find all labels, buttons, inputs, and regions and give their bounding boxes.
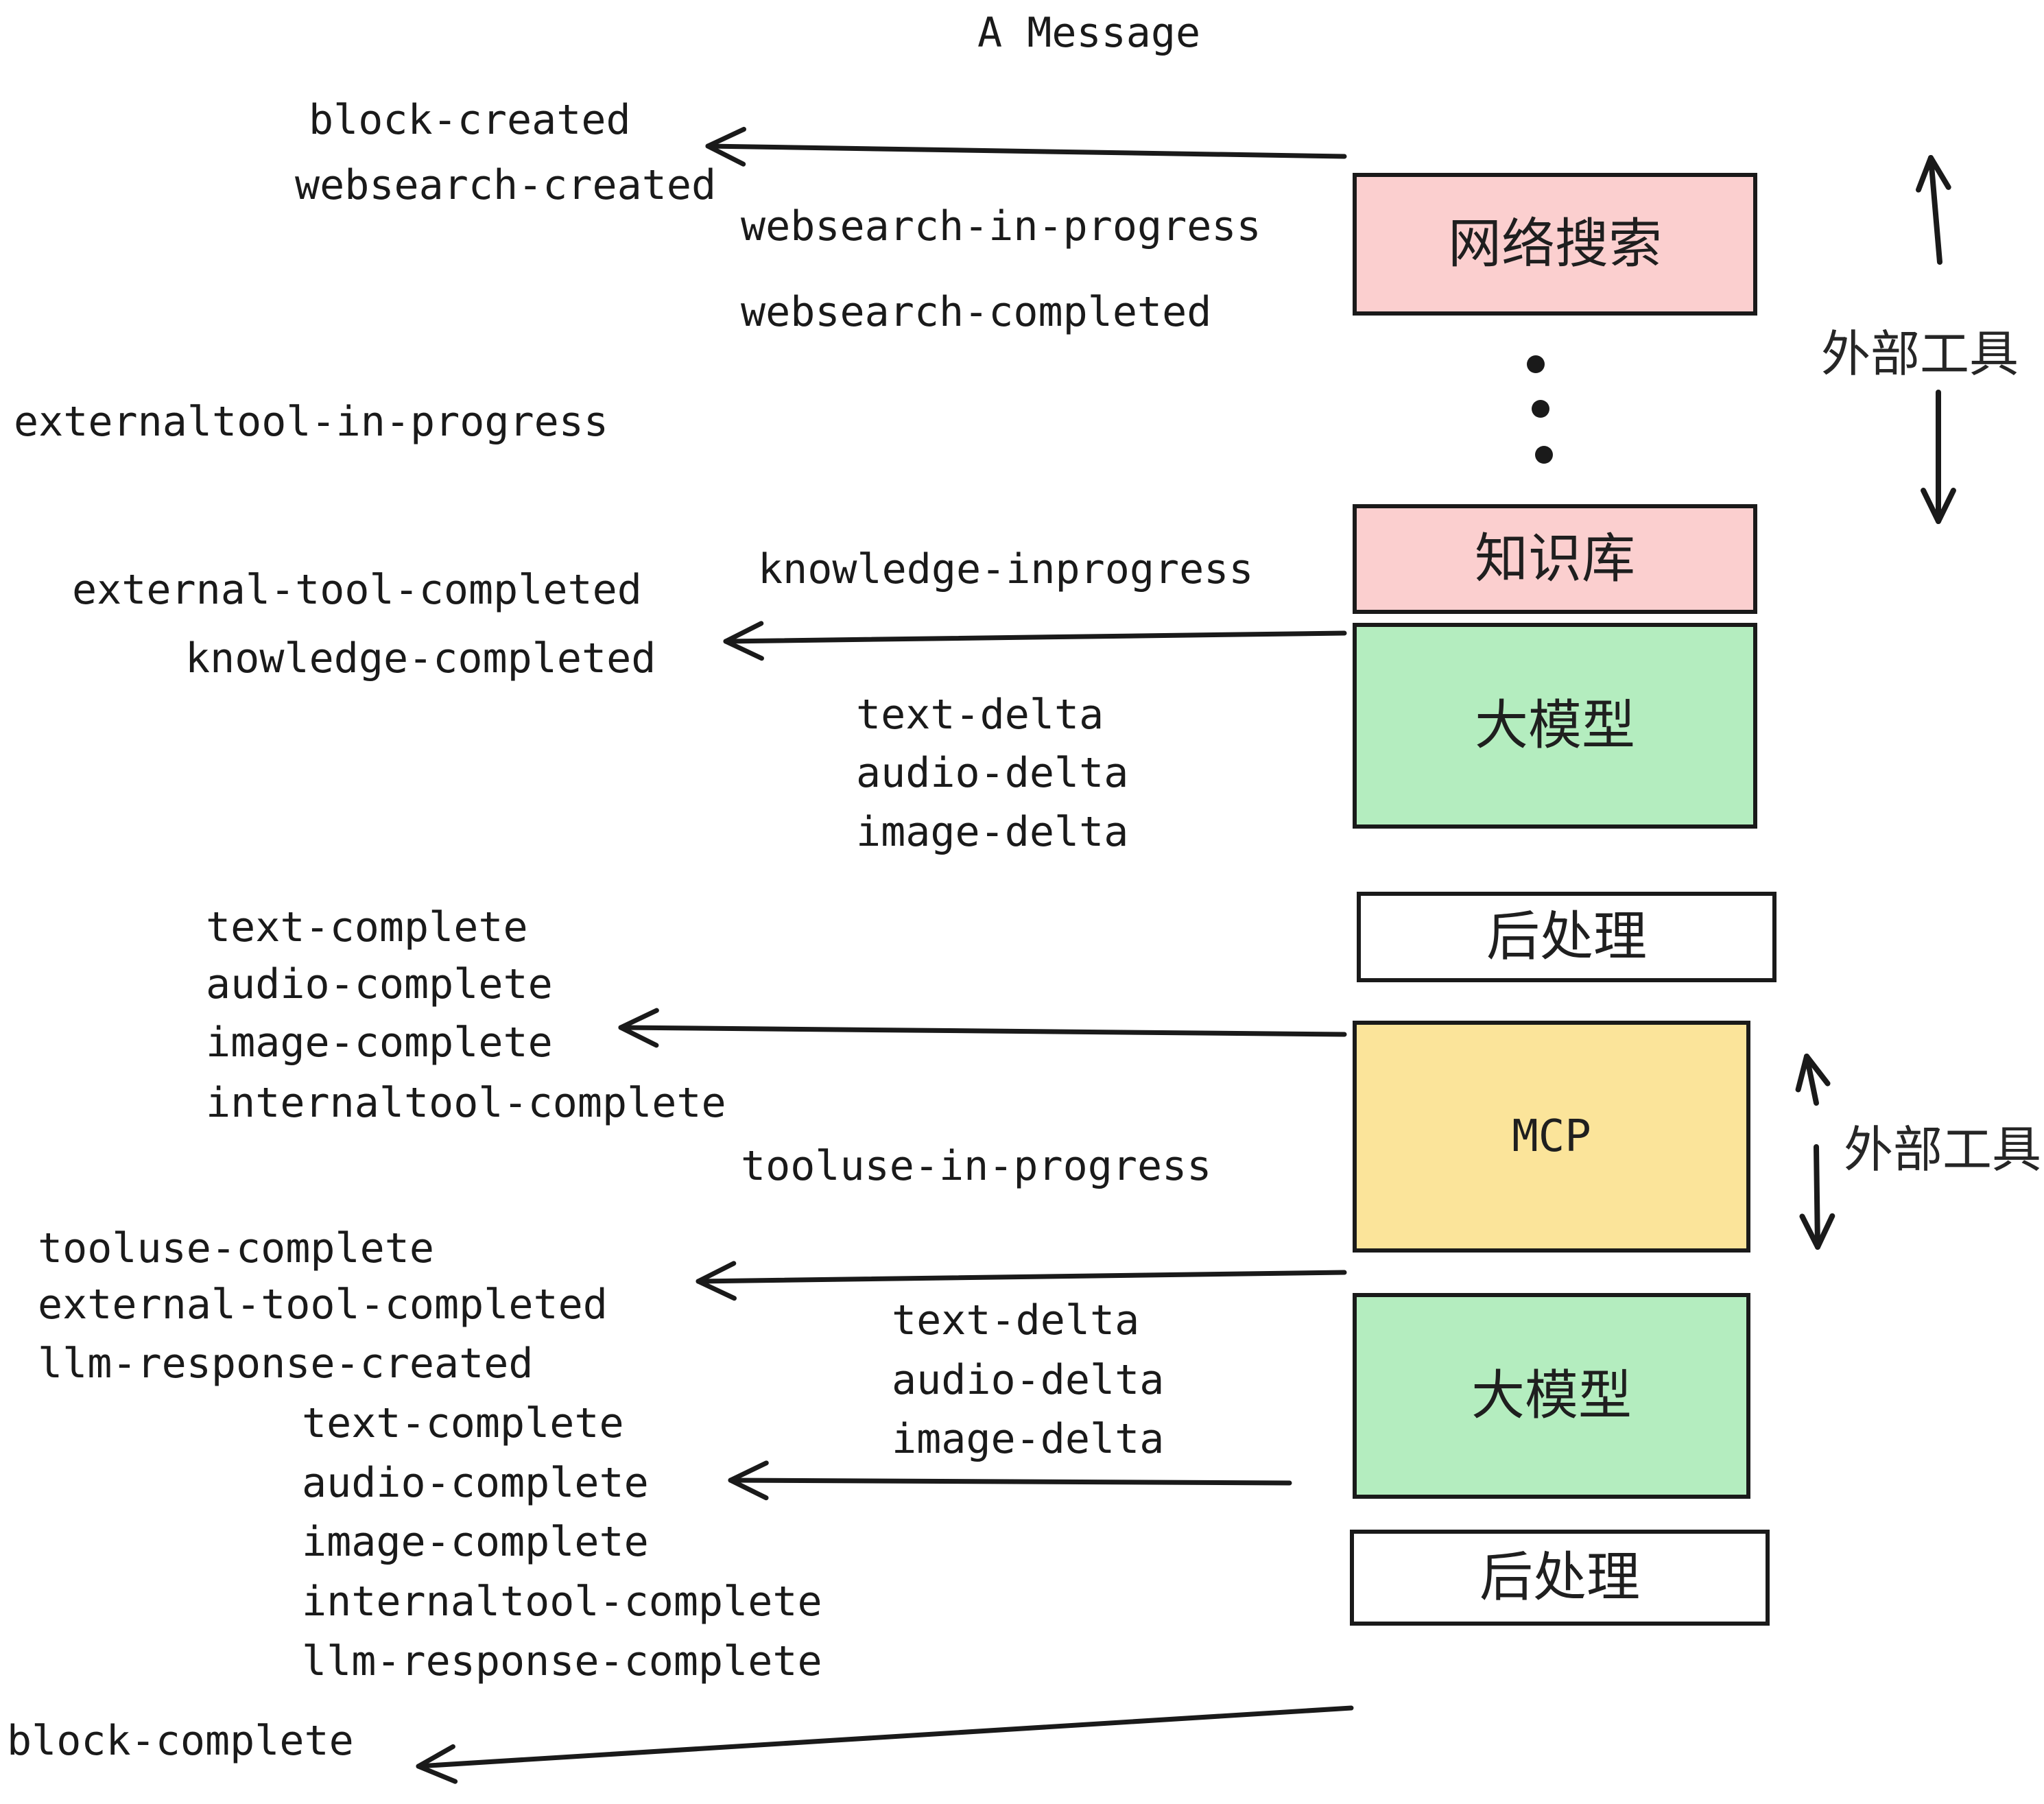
event-label-left-16: llm-response-complete: [302, 1637, 822, 1685]
ellipsis-dot-2: [1532, 400, 1549, 418]
page-title: A Message: [977, 9, 1201, 57]
event-label-left-0: block-created: [309, 96, 631, 144]
scope-arrow-bottom-down: [1799, 1144, 1835, 1250]
event-label-left-4: knowledge-completed: [185, 634, 656, 683]
arrow-block-created: [705, 126, 1347, 167]
ellipsis-dot-3: [1535, 446, 1553, 464]
node-label-llm-1: 大模型: [1474, 695, 1635, 757]
event-label-left-6: audio-complete: [206, 960, 553, 1008]
event-label-left-2: externaltool-in-progress: [14, 398, 608, 446]
node-label-mcp: MCP: [1512, 1111, 1591, 1162]
event-label-left-12: text-complete: [302, 1399, 624, 1447]
node-box-knowledge: 知识库: [1353, 504, 1757, 614]
event-label-left-1: websearch-created: [295, 161, 717, 209]
event-label-right-7: text-delta: [892, 1296, 1140, 1344]
event-label-right-6: tooluse-in-progress: [741, 1142, 1212, 1190]
ellipsis-dot-1: [1527, 355, 1545, 373]
node-label-post-1: 后处理: [1486, 906, 1647, 968]
event-label-left-8: internaltool-complete: [206, 1079, 726, 1127]
event-label-left-15: internaltool-complete: [302, 1578, 822, 1626]
scope-arrow-bottom-up: [1795, 1054, 1831, 1106]
arrow-block-complete: [416, 1705, 1354, 1784]
scope-label-external-tool-top: 外部工具: [1821, 325, 2019, 383]
arrow-tooluse-complete: [696, 1261, 1347, 1301]
event-label-right-9: image-delta: [892, 1415, 1165, 1463]
event-label-right-0: websearch-in-progress: [741, 202, 1261, 250]
scope-arrow-top-up: [1915, 155, 1951, 265]
arrow-image-complete: [618, 1008, 1347, 1048]
node-box-post-1: 后处理: [1357, 892, 1776, 982]
event-label-left-11: llm-response-created: [38, 1340, 534, 1388]
scope-arrow-top-down: [1921, 390, 1956, 524]
event-label-left-10: external-tool-completed: [38, 1281, 608, 1329]
event-label-left-17: block-complete: [7, 1717, 354, 1765]
node-label-websearch: 网络搜索: [1447, 213, 1662, 275]
event-label-left-13: audio-complete: [302, 1459, 649, 1507]
node-label-llm-2: 大模型: [1471, 1365, 1632, 1427]
event-label-right-3: text-delta: [856, 691, 1104, 739]
event-label-left-9: tooluse-complete: [38, 1224, 434, 1272]
scope-arrow-group: [1795, 155, 1956, 1250]
arrow-audio-complete: [728, 1460, 1292, 1501]
event-label-left-5: text-complete: [206, 903, 528, 951]
node-box-mcp: MCP: [1353, 1021, 1750, 1253]
event-label-left-14: image-complete: [302, 1518, 649, 1566]
scope-label-external-tool-bottom: 外部工具: [1844, 1121, 2042, 1178]
event-label-right-4: audio-delta: [856, 749, 1129, 797]
node-box-llm-2: 大模型: [1353, 1293, 1750, 1499]
arrow-knowledge-done: [723, 621, 1347, 661]
event-label-right-2: knowledge-inprogress: [758, 545, 1254, 593]
event-label-right-8: audio-delta: [892, 1356, 1165, 1404]
event-label-right-5: image-delta: [856, 808, 1129, 856]
event-label-left-3: external-tool-completed: [72, 566, 642, 614]
node-label-post-2: 后处理: [1479, 1547, 1640, 1609]
event-label-left-7: image-complete: [206, 1019, 553, 1067]
node-label-knowledge: 知识库: [1474, 528, 1635, 590]
node-box-post-2: 后处理: [1350, 1530, 1770, 1626]
node-box-websearch: 网络搜索: [1353, 173, 1757, 316]
event-label-right-1: websearch-completed: [741, 288, 1212, 336]
node-box-llm-1: 大模型: [1353, 623, 1757, 829]
